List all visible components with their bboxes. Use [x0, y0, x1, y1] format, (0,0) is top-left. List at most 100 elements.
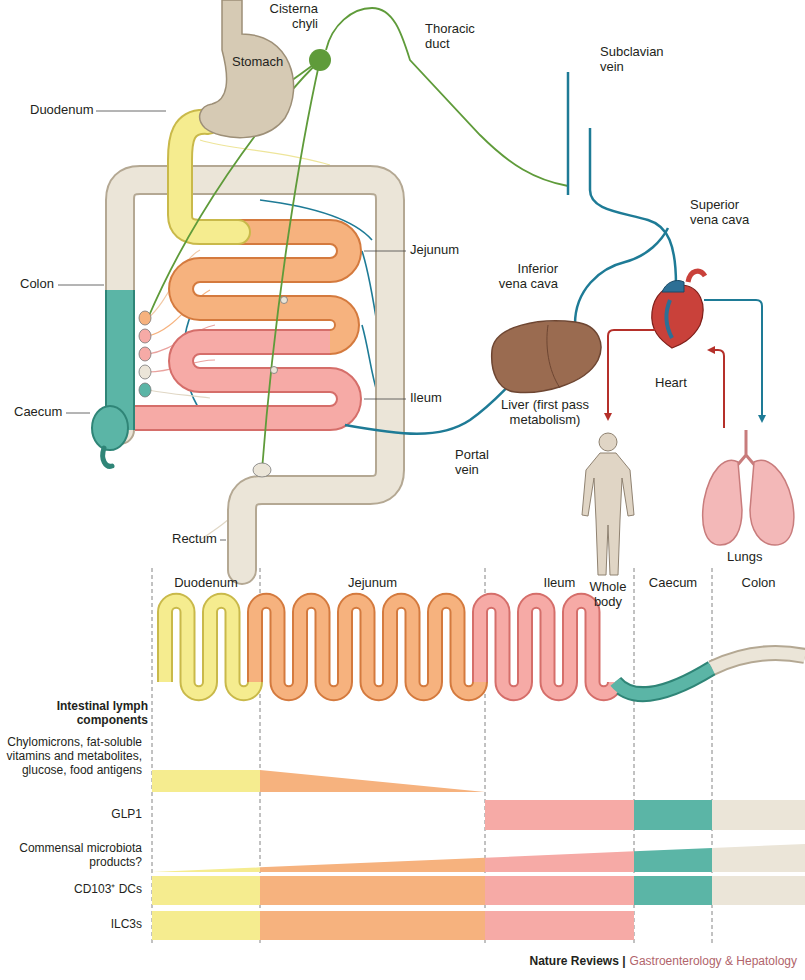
drawing-part — [96, 111, 166, 112]
level-bar — [260, 911, 485, 940]
drawing-part — [590, 128, 676, 285]
drawing-part — [165, 601, 805, 694]
level-bar — [152, 770, 260, 792]
row-label: ILC3s — [0, 918, 148, 932]
drawing-part — [120, 180, 390, 570]
level-bar — [485, 911, 634, 940]
organ-label: Cisterna chyli — [258, 2, 318, 32]
drawing-part — [152, 568, 712, 945]
vessel-label: Portal vein — [455, 448, 500, 478]
drawing-part — [345, 72, 676, 434]
drawing-part — [688, 271, 705, 282]
drawing-part — [58, 111, 406, 540]
drawing-part — [309, 49, 331, 71]
level-bar — [712, 876, 805, 905]
level-bar — [152, 876, 260, 905]
row-heading: Intestinal lymph components — [40, 700, 148, 728]
drawing-part — [139, 347, 151, 361]
drawing-part — [652, 285, 703, 348]
level-wedge — [260, 770, 485, 792]
level-bar — [634, 800, 712, 830]
level-bar — [634, 876, 712, 905]
level-wedge — [634, 848, 712, 872]
drawing-part — [181, 232, 349, 342]
intestine-tube — [255, 601, 480, 694]
column-heading: Duodenum — [152, 576, 260, 591]
drawing-part — [599, 433, 617, 451]
vessel-label: Inferior vena cava — [488, 262, 558, 292]
intestine-tube — [712, 653, 805, 668]
drawing-part — [750, 460, 794, 545]
intestine-tube — [480, 601, 615, 694]
drawing-part — [92, 406, 128, 450]
drawing-part — [180, 122, 238, 232]
drawing-part — [582, 453, 634, 575]
drawing-part — [58, 285, 104, 286]
intestine-tube — [712, 653, 805, 668]
level-bar — [485, 800, 634, 830]
drawing-part — [139, 383, 151, 397]
drawing-part — [547, 325, 560, 388]
drawing-part — [345, 380, 515, 434]
drawing-part — [135, 342, 349, 418]
level-bar — [712, 800, 805, 830]
drawing-part — [66, 413, 90, 414]
level-bar — [485, 876, 634, 905]
drawing-part — [181, 232, 349, 342]
drawing-part — [200, 0, 294, 138]
drawing-part — [271, 367, 278, 374]
column-heading: Jejunum — [260, 576, 485, 591]
drawing-part — [139, 98, 288, 477]
level-wedge — [485, 851, 634, 872]
drawing-part — [152, 770, 805, 940]
drawing-part — [662, 280, 684, 292]
intestine-tube — [615, 668, 712, 694]
organ-label: Whole body — [582, 580, 634, 610]
drawing-part — [120, 180, 390, 570]
column-heading: Colon — [712, 576, 805, 591]
row-label: Commensal microbiota products? — [0, 842, 148, 870]
column-heading: Caecum — [634, 576, 712, 591]
level-wedge — [152, 867, 260, 872]
vessel-label: Subclavian vein — [600, 45, 675, 75]
vessel-label: Thoracic duct — [425, 22, 485, 52]
drawing-part — [326, 8, 568, 186]
drawing-part — [281, 297, 288, 304]
level-bar — [260, 876, 485, 905]
drawing-part — [567, 72, 570, 195]
intestine-tube — [255, 601, 480, 694]
drawing-part — [220, 540, 226, 541]
intestine-tube — [165, 601, 255, 694]
drawing-part — [364, 399, 406, 400]
organ-label: Colon — [20, 277, 54, 292]
level-bar — [152, 911, 260, 940]
journal-name: Nature Reviews | — [529, 955, 625, 969]
drawing-part — [139, 311, 151, 325]
level-wedge — [260, 858, 485, 872]
organ-label: Heart — [655, 376, 687, 391]
row-label: GLP1 — [0, 808, 148, 822]
drawing-part — [666, 300, 672, 338]
organ-label: Liver (first pass metabolism) — [500, 398, 590, 428]
drawing-part — [253, 463, 271, 477]
vessel-label: Superior vena cava — [690, 198, 760, 228]
drawing-part — [704, 300, 762, 420]
drawing-part — [492, 321, 601, 393]
column-heading: Ileum — [485, 576, 634, 591]
drawing-part — [180, 122, 238, 232]
drawing-part — [703, 460, 742, 545]
organ-label: Duodenum — [30, 103, 94, 118]
intestine-tube — [615, 668, 712, 694]
drawing-part — [139, 329, 151, 343]
organ-label: Lungs — [727, 550, 762, 565]
organ-label: Rectum — [172, 532, 217, 547]
drawing-part — [135, 342, 349, 418]
row-label: Chylomicrons, fat-soluble vitamins and m… — [0, 736, 148, 777]
organ-label: Stomach — [232, 55, 283, 70]
intestine-tube — [165, 601, 255, 694]
drawing-part — [364, 251, 406, 252]
journal-section: Gastroenterology & Hepatology — [630, 955, 797, 969]
intestine-tube — [480, 601, 615, 694]
